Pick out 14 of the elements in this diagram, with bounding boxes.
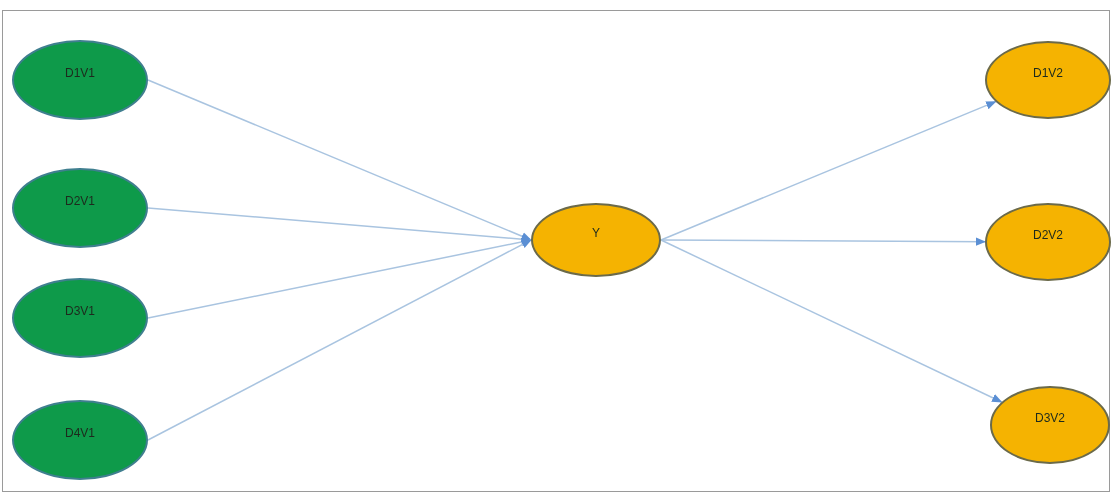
node-label: D1V1 [65,65,95,82]
node-label: D2V2 [1033,227,1063,244]
node-label: D3V1 [65,303,95,320]
node-label: D4V1 [65,425,95,442]
node-label: D1V2 [1033,65,1063,82]
arrow [660,100,997,241]
node-label: D2V1 [65,193,95,210]
arrow [147,79,532,241]
node-label: Y [592,225,600,242]
node-label: D3V2 [1035,410,1065,427]
arrow [147,239,532,441]
arrow [147,237,533,319]
arrow [660,239,1003,403]
arrow [660,237,987,246]
